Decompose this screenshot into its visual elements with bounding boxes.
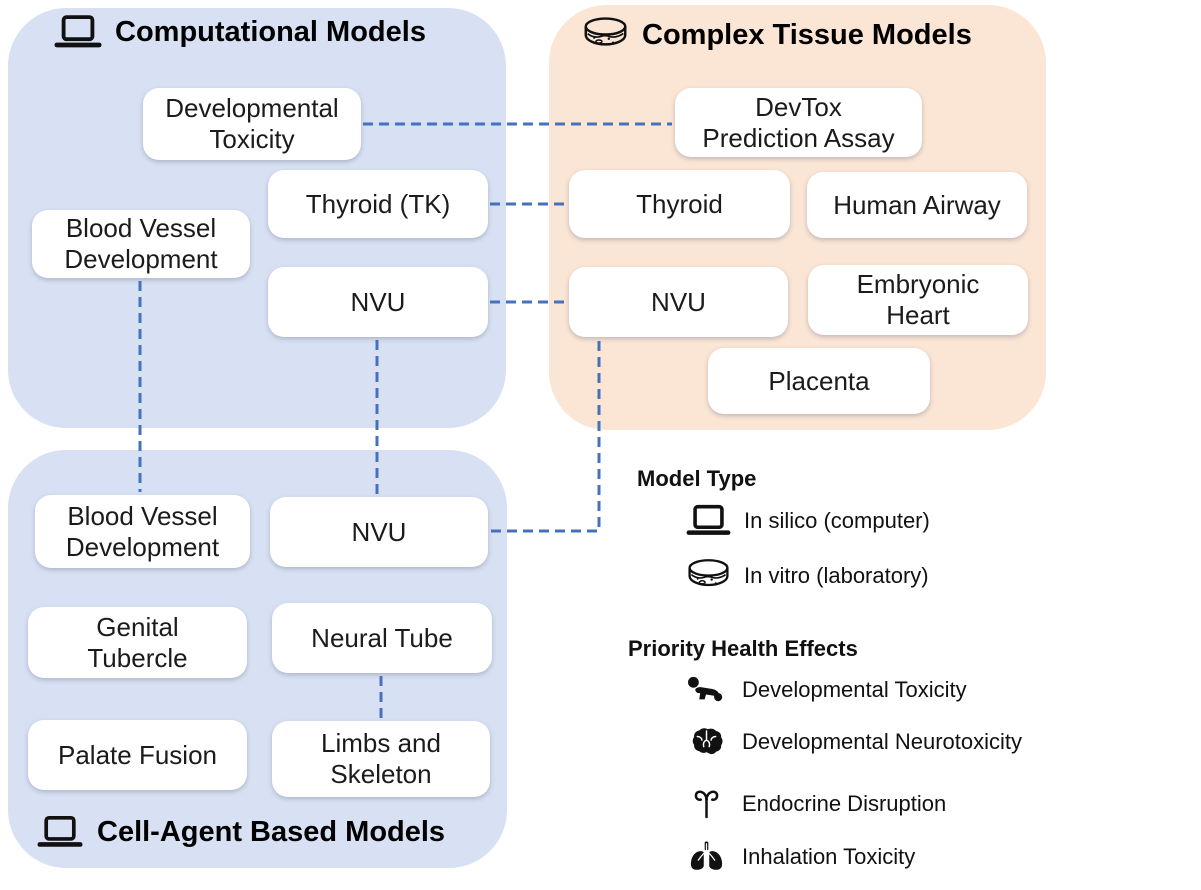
box-nvu-computational: NVU (268, 267, 488, 337)
petri-dish-icon (684, 558, 732, 594)
box-nvu-cell-agent: NVU (270, 497, 488, 567)
panel-title-cell-agent: Cell-Agent Based Models (97, 816, 446, 848)
legend-item-inhalation-toxicity: Inhalation Toxicity (682, 841, 915, 872)
laptop-icon (36, 815, 84, 850)
legend-title-model-type: Model Type (637, 466, 757, 491)
box-blood-vessel-development-1: Blood Vessel Development (32, 210, 250, 278)
legend-item-developmental-toxicity: Developmental Toxicity (682, 676, 967, 703)
box-label: Tubercle (87, 642, 188, 673)
box-blood-vessel-development-2: Blood Vessel Development (35, 495, 250, 568)
legend-label: In silico (computer) (744, 508, 930, 533)
box-devtox-prediction-assay: DevTox Prediction Assay (675, 88, 922, 157)
box-label: Thyroid (636, 188, 723, 219)
box-label: Blood Vessel (67, 500, 218, 531)
header-cell-agent-based-models: Cell-Agent Based Models (36, 815, 445, 850)
box-palate-fusion: Palate Fusion (28, 720, 247, 790)
legend-label: In vitro (laboratory) (744, 563, 929, 588)
box-developmental-toxicity: Developmental Toxicity (143, 88, 361, 160)
box-label: Genital (96, 611, 179, 642)
box-genital-tubercle: Genital Tubercle (28, 607, 247, 678)
box-label: Embryonic (856, 269, 980, 299)
lungs-icon (682, 841, 730, 872)
petri-dish-icon (581, 16, 629, 54)
laptop-icon (684, 504, 732, 538)
box-label: Thyroid (TK) (305, 188, 451, 219)
legend-item-in-silico: In silico (computer) (684, 504, 930, 538)
legend-label: Developmental Neurotoxicity (742, 729, 1023, 754)
brain-icon (682, 727, 730, 757)
laptop-icon (54, 14, 102, 51)
box-label: NVU (351, 516, 407, 547)
box-placenta: Placenta (708, 348, 930, 414)
panel-title-computational: Computational Models (115, 16, 426, 48)
box-limbs-and-skeleton: Limbs and Skeleton (272, 721, 490, 797)
legend-label: Endocrine Disruption (742, 790, 947, 816)
legend-label: Developmental Toxicity (742, 676, 967, 702)
crawling-baby-icon (682, 676, 730, 703)
box-label: Placenta (768, 365, 870, 396)
box-embryonic-heart: Embryonic Heart (808, 265, 1028, 335)
box-label: NVU (350, 286, 406, 317)
box-label: Heart (886, 300, 950, 330)
box-label: Skeleton (330, 759, 432, 789)
box-label: Development (65, 531, 220, 562)
legend-item-in-vitro: In vitro (laboratory) (684, 558, 929, 594)
box-label: Developmental (165, 93, 339, 123)
box-neural-tube: Neural Tube (272, 603, 492, 673)
box-thyroid-tk: Thyroid (TK) (268, 170, 488, 238)
box-label: Limbs and (321, 728, 441, 758)
box-label: Palate Fusion (58, 739, 217, 770)
box-label: Development (64, 244, 218, 274)
box-label: Toxicity (209, 124, 295, 154)
box-label: Human Airway (833, 189, 1001, 220)
box-label: NVU (651, 286, 706, 317)
box-thyroid-tissue: Thyroid (569, 170, 790, 238)
legend-label: Inhalation Toxicity (742, 843, 916, 869)
legend-item-developmental-neurotoxicity: Developmental Neurotoxicity (682, 727, 1022, 757)
header-computational-models: Computational Models (54, 14, 426, 51)
box-label: Blood Vessel (65, 213, 217, 243)
box-human-airway: Human Airway (807, 172, 1027, 238)
legend-title-priority-health-effects: Priority Health Effects (628, 636, 858, 661)
box-nvu-tissue: NVU (569, 267, 788, 337)
box-label: Neural Tube (311, 622, 453, 653)
box-label: DevTox (755, 91, 842, 122)
legend-item-endocrine-disruption: Endocrine Disruption (682, 787, 946, 820)
header-complex-tissue-models: Complex Tissue Models (581, 16, 972, 54)
thyroid-gland-icon (682, 787, 730, 820)
box-label: Prediction Assay (702, 122, 895, 153)
panel-title-complex-tissue: Complex Tissue Models (642, 18, 972, 51)
